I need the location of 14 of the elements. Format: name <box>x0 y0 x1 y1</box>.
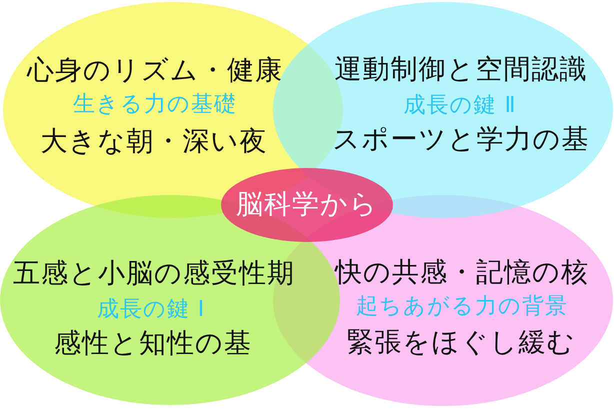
subheading-text: 生きる力の基礎 <box>73 92 237 118</box>
heading-text: 運動制御と空間認識 <box>334 55 588 85</box>
center-ellipse <box>221 168 393 242</box>
subheading-text: 起ちあがる力の背景 <box>356 294 568 320</box>
subheading-text: 成長の鍵 Ⅱ <box>404 94 516 118</box>
heading-text: 五感と小脳の感受性期 <box>13 259 295 289</box>
heading-text: 緊張をほぐし緩む <box>346 328 576 358</box>
heading-text: 快の共感・記憶の核 <box>335 258 589 288</box>
subheading-text: 成長の鍵 Ⅰ <box>96 298 206 322</box>
center-label: 脳科学から <box>236 190 378 220</box>
heading-text: 心身のリズム・健康 <box>27 56 283 86</box>
heading-text: 大きな朝・深い夜 <box>40 127 268 157</box>
heading-text: 感性と知性の基 <box>54 329 252 359</box>
heading-text: スポーツと学力の基 <box>332 125 590 155</box>
